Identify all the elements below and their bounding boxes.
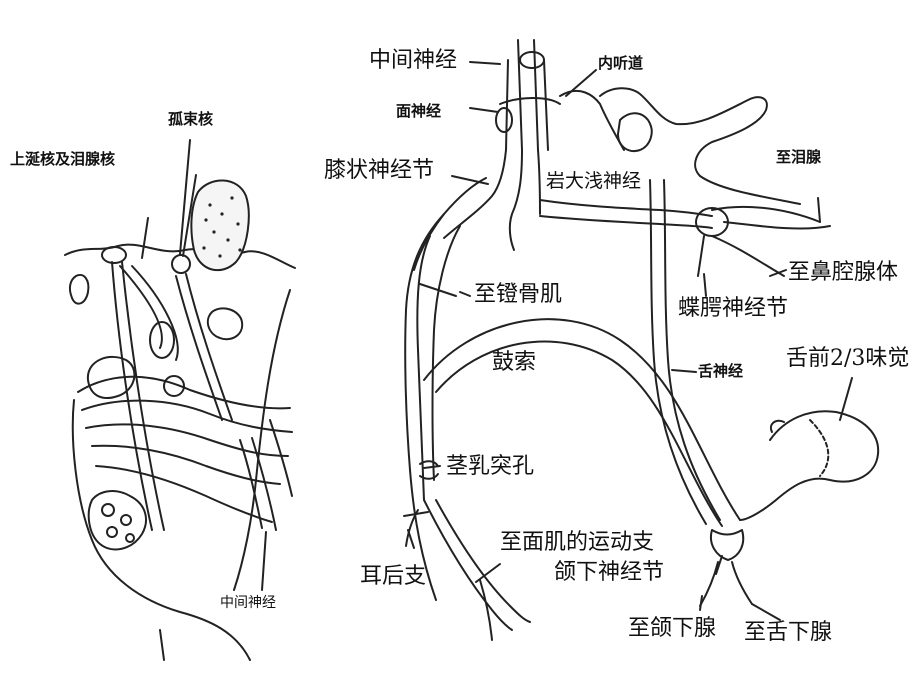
- label-greater-petrosal-nerve: 岩大浅神经: [546, 170, 642, 192]
- label-facial-nerve: 面神经: [396, 102, 442, 120]
- label-nervus-intermedius: 中间神经: [369, 48, 458, 73]
- label-chorda-tympani: 鼓索: [492, 350, 537, 375]
- label-pterygopalatine-ganglion: 蝶腭神经节: [678, 296, 789, 321]
- label-to-stapedius: 至镫骨肌: [474, 282, 563, 307]
- label-internal-acoustic-meatus: 内听道: [598, 54, 644, 72]
- label-to-sublingual-gland: 至舌下腺: [744, 620, 833, 645]
- label-stylomastoid-foramen: 茎乳突孔: [446, 454, 535, 479]
- label-superior-salivatory-nucleus: 上涎核及泪腺核: [10, 150, 116, 168]
- label-lingual-nerve: 舌神经: [698, 362, 744, 380]
- label-anterior-tongue-taste: 舌前2/3味觉: [786, 346, 910, 371]
- label-to-submandibular-gland: 至颌下腺: [628, 616, 717, 641]
- facial-nerve-course: [403, 39, 880, 641]
- label-nervus-intermedius-left: 中间神经: [220, 595, 276, 611]
- label-submandibular-ganglion: 颌下神经节: [554, 560, 665, 585]
- label-to-lacrimal-gland: 至泪腺: [776, 148, 822, 166]
- label-to-facial-muscles-motor: 至面肌的运动支: [500, 530, 655, 555]
- label-solitary-nucleus: 孤束核: [168, 110, 214, 128]
- label-to-nasal-glands: 至鼻腔腺体: [788, 260, 899, 285]
- label-posterior-auricular-branch: 耳后支: [360, 564, 427, 589]
- brainstem-section: [64, 139, 296, 661]
- label-geniculate-ganglion: 膝状神经节: [324, 158, 435, 183]
